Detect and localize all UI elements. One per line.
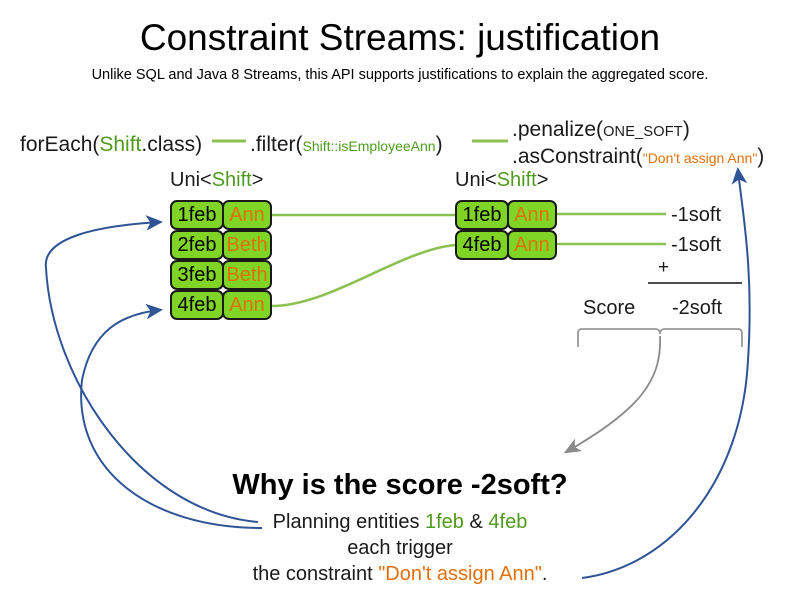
- explanation-line3-suffix: .: [541, 563, 548, 585]
- stream-connector-4feb: [271, 243, 456, 308]
- code-filter-tail: ): [435, 133, 443, 156]
- uni-left-suffix: >: [251, 169, 264, 191]
- uni-caption-left: Uni<Shift>: [170, 168, 263, 192]
- score-total-value: -2soft: [672, 297, 723, 319]
- explanation-line1-prefix: Planning entities: [272, 511, 425, 533]
- code-penalize: .penalize(ONE_SOFT): [512, 117, 690, 145]
- explanation-line3-prefix: the constraint: [252, 563, 379, 585]
- uni-right-prefix: Uni<: [455, 169, 497, 191]
- explanation-line-3: the constraint "Don't assign Ann".: [190, 562, 610, 586]
- cell-employee: Ann: [507, 200, 557, 230]
- cell-employee: Beth: [222, 260, 272, 290]
- uni-left-prefix: Uni<: [170, 169, 212, 191]
- sum-plus-sign: +: [658, 257, 670, 278]
- table-row[interactable]: 2feb Beth: [170, 230, 272, 260]
- table-row[interactable]: 1feb Ann: [170, 200, 272, 230]
- code-penalize-arg: ONE_SOFT: [603, 124, 683, 140]
- explanation-constraint-name: "Don't assign Ann": [378, 563, 542, 585]
- explanation-line-2: each trigger: [347, 537, 453, 559]
- explanation-entity-b: 4feb: [488, 511, 528, 533]
- cell-date: 3feb: [170, 260, 224, 290]
- penalty-label-1: -1soft: [671, 204, 722, 226]
- code-penalize-call: .penalize(: [512, 118, 604, 141]
- table-row[interactable]: 3feb Beth: [170, 260, 272, 290]
- cell-date: 2feb: [170, 230, 224, 260]
- score-explain-arrow: [563, 335, 661, 454]
- code-foreach-type: Shift: [99, 133, 142, 156]
- explanation-amp: &: [463, 511, 489, 533]
- code-filter-call: .filter(: [250, 133, 303, 156]
- score-brace: [577, 328, 743, 347]
- page-title: Constraint Streams: justification: [139, 17, 661, 58]
- explanation-entity-a: 1feb: [425, 511, 464, 533]
- code-filter-arg: Shift::isEmployeeAnn: [302, 138, 436, 154]
- table-row[interactable]: 1feb Ann: [455, 200, 557, 230]
- cell-date: 1feb: [170, 200, 224, 230]
- page-subtitle: Unlike SQL and Java 8 Streams, this API …: [91, 67, 709, 83]
- cell-employee: Ann: [222, 290, 272, 320]
- uni-left-type: Shift: [211, 169, 252, 191]
- cell-employee: Ann: [222, 200, 272, 230]
- code-asconstraint-tail: ): [757, 145, 765, 168]
- table-row[interactable]: 4feb Ann: [455, 230, 557, 260]
- code-filter: .filter(Shift::isEmployeeAnn): [250, 132, 443, 159]
- code-foreach-tail: .class): [141, 133, 203, 156]
- code-asconstraint-call: .asConstraint(: [512, 145, 643, 168]
- code-asconstraint-arg: "Don't assign Ann": [642, 150, 758, 166]
- code-foreach-call: forEach(: [20, 133, 100, 156]
- table-row[interactable]: 4feb Ann: [170, 290, 272, 320]
- cell-employee: Beth: [222, 230, 272, 260]
- uni-right-suffix: >: [536, 169, 549, 191]
- cell-employee: Ann: [507, 230, 557, 260]
- uni-right-type: Shift: [496, 169, 537, 191]
- cell-date: 4feb: [170, 290, 224, 320]
- code-foreach: forEach(Shift.class): [20, 132, 202, 158]
- explanation-heading: Why is the score -2soft?: [232, 469, 568, 501]
- cell-date: 4feb: [455, 230, 509, 260]
- code-penalize-tail: ): [682, 118, 690, 141]
- score-label: Score: [583, 297, 636, 319]
- uni-caption-right: Uni<Shift>: [455, 168, 548, 192]
- penalty-label-2: -1soft: [671, 234, 722, 256]
- code-asconstraint: .asConstraint("Don't assign Ann"): [512, 144, 764, 171]
- cell-date: 1feb: [455, 200, 509, 230]
- explanation-line-1: Planning entities 1feb & 4feb: [190, 510, 610, 534]
